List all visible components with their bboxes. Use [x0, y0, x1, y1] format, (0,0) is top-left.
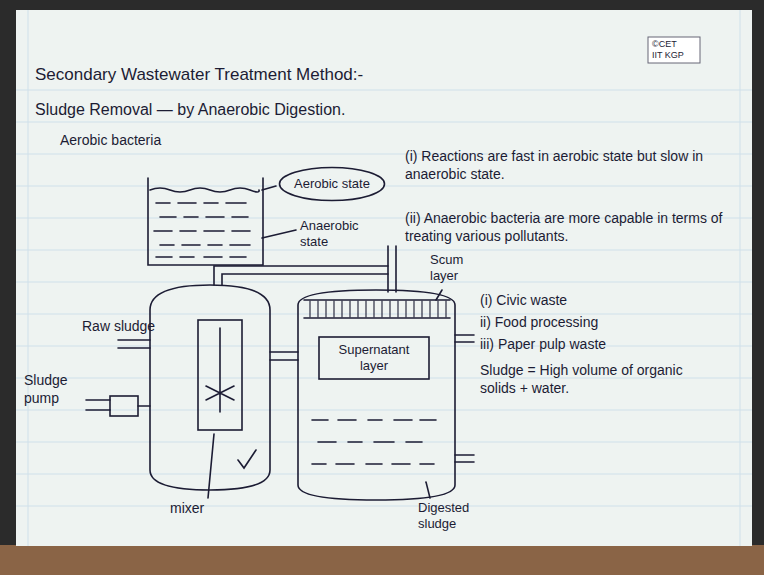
part-label: Digested sludge — [418, 500, 498, 533]
subtitle: Sludge Removal — by Anaerobic Digestion. — [35, 100, 345, 120]
list-item: (i) Civic waste — [480, 292, 567, 310]
part-label: Sludge pump — [24, 372, 84, 407]
leader-line — [262, 186, 276, 190]
logo-text: ©CET — [652, 39, 677, 50]
outlet-pipe — [455, 335, 474, 462]
leader-line — [262, 230, 296, 238]
list-item: iii) Paper pulp waste — [480, 336, 606, 354]
transfer-pipe — [270, 352, 298, 360]
part-label: Raw sludge — [82, 318, 155, 336]
storage-tank — [298, 290, 455, 500]
aeration-tank — [148, 178, 263, 265]
gas-outlet — [388, 246, 396, 292]
scum-hatching — [310, 301, 446, 317]
part-label: mixer — [170, 500, 204, 518]
desk-strip — [0, 545, 764, 575]
logo-box — [648, 37, 700, 63]
layer-box: Supernatant layer — [318, 336, 430, 380]
leader-line — [436, 290, 442, 300]
state-label: Anaerobic state — [300, 218, 370, 251]
sludge-pump — [110, 396, 138, 416]
note-text: Sludge = High volume of organic solids +… — [480, 362, 720, 397]
scum-band — [304, 300, 450, 318]
ruled-lines — [16, 10, 752, 546]
note-text: (ii) Anaerobic bacteria are more capable… — [405, 210, 725, 245]
logo-text: IIT KGP — [652, 50, 684, 61]
leader-line — [208, 434, 214, 498]
mixer-housing — [198, 320, 242, 430]
node-text: Supernatant layer — [326, 342, 422, 373]
mixer-symbol — [206, 328, 234, 412]
node-text: Aerobic state — [294, 176, 370, 192]
pump-pipe — [86, 400, 150, 410]
gas-pipe — [214, 266, 388, 285]
sludge-dashes — [154, 203, 250, 257]
note-text: Aerobic bacteria — [60, 132, 161, 150]
slide-title: Secondary Wastewater Treatment Method:- — [35, 64, 363, 85]
note-text: (i) Reactions are fast in aerobic state … — [405, 148, 725, 183]
list-item: ii) Food processing — [480, 314, 598, 332]
digested-dashes — [312, 420, 436, 464]
leader-line — [426, 482, 430, 498]
part-label: Scum layer — [430, 252, 490, 285]
state-ellipse: Aerobic state — [278, 166, 386, 202]
water-surface — [150, 188, 259, 192]
digester-tank — [150, 285, 270, 490]
inlet-pipe — [118, 340, 150, 348]
paper-sheet — [16, 10, 752, 546]
ink — [86, 178, 474, 500]
check-mark — [238, 450, 256, 468]
